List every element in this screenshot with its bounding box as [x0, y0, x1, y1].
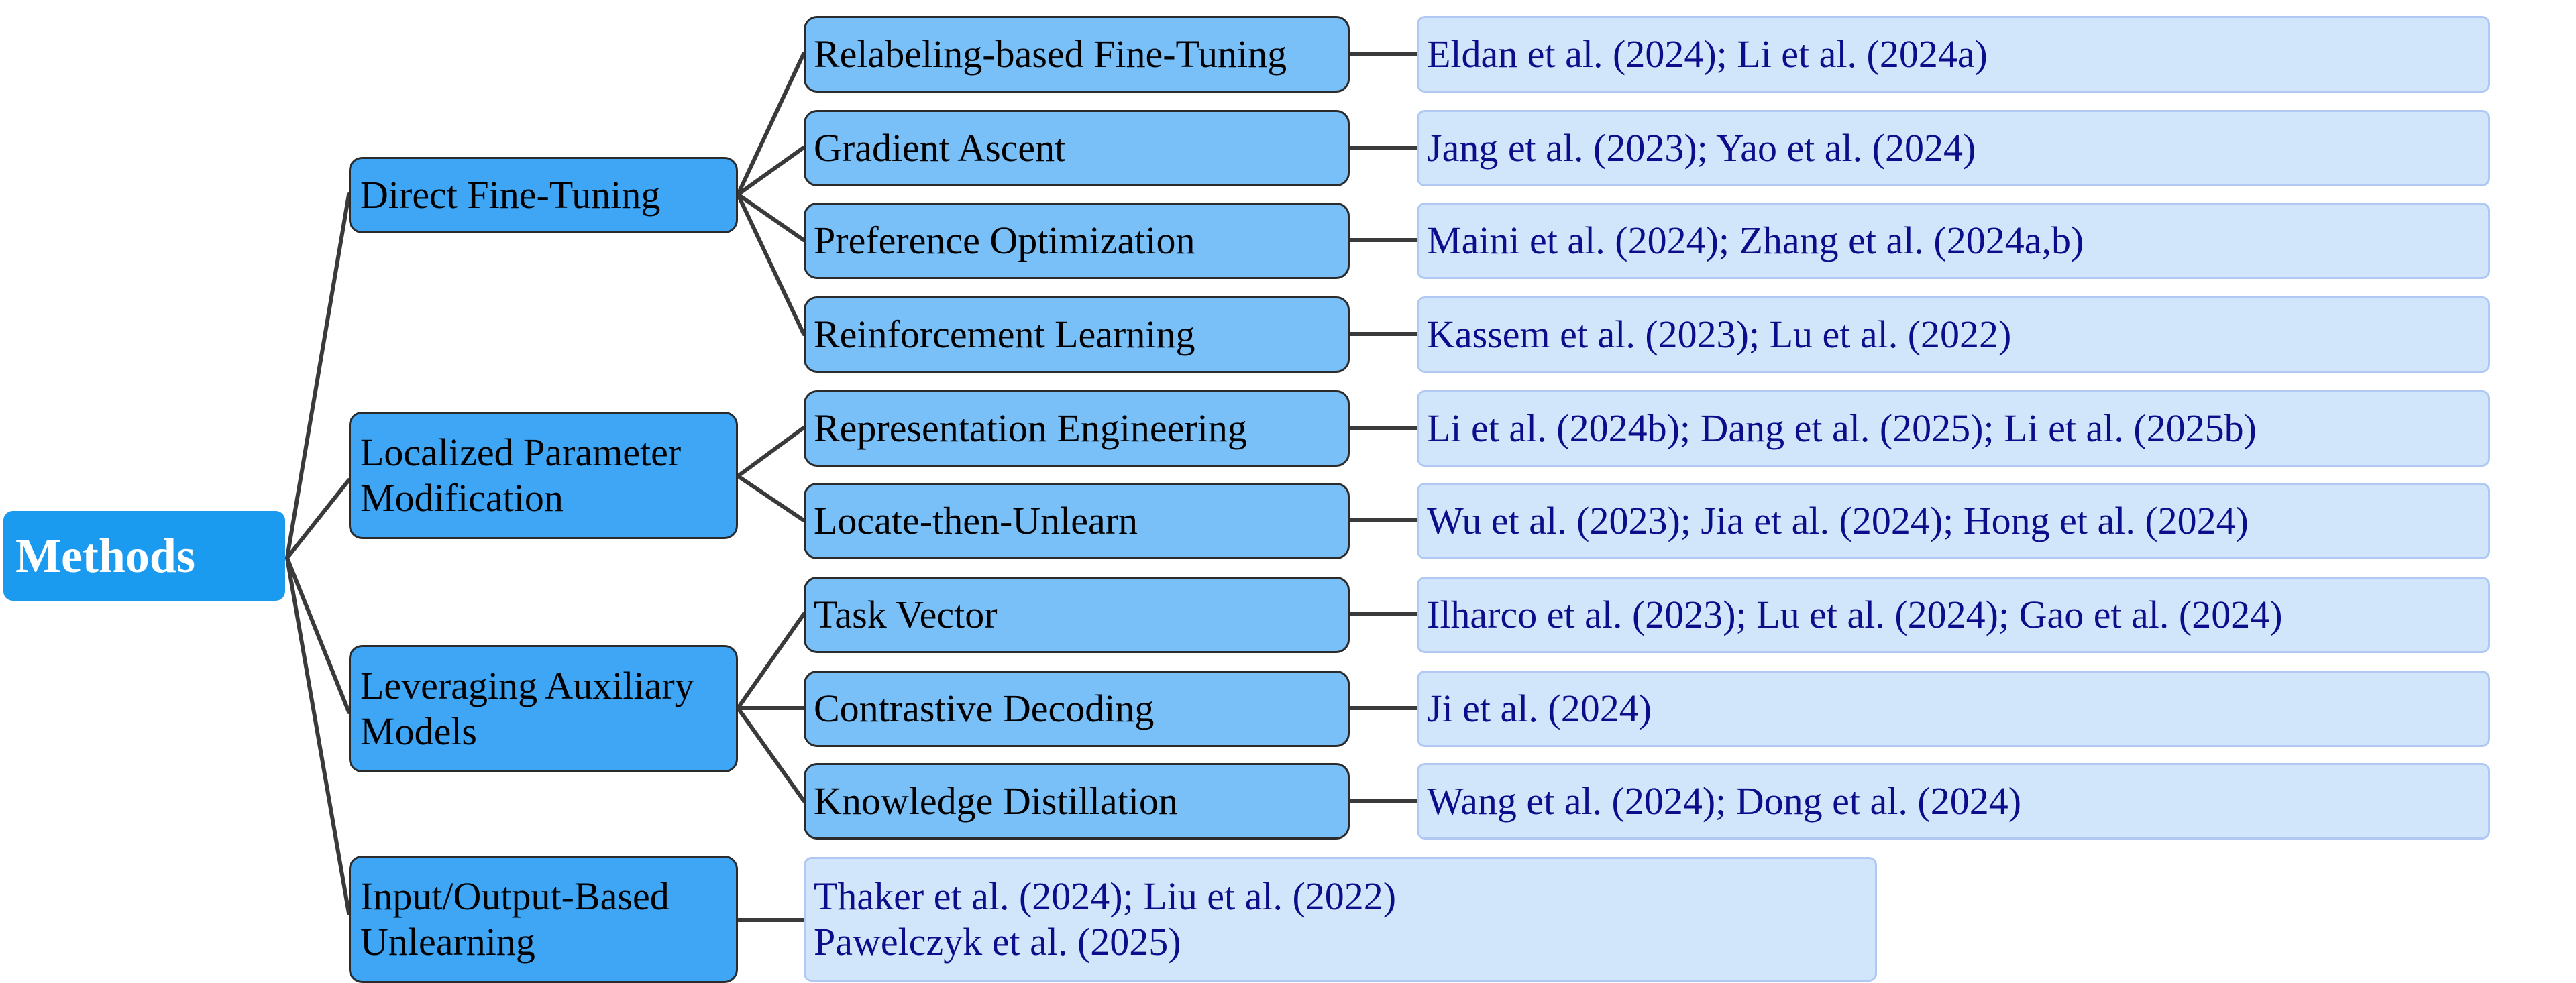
method-label: Reinforcement Learning — [814, 312, 1195, 356]
category-label-line-1: Input/Output-Based — [360, 874, 669, 918]
method-label: Task Vector — [814, 592, 998, 636]
method-label: Representation Engineering — [814, 406, 1247, 450]
edge-direct-reinforcement — [736, 192, 806, 336]
method-locate-then-unlearn: Locate-then-Unlearn — [804, 483, 1350, 559]
category-leveraging-auxiliary-models: Leveraging Auxiliary Models — [349, 645, 738, 772]
edge-root-leveraging-auxiliary — [285, 556, 351, 714]
references-task-vector: Ilharco et al. (2023); Lu et al. (2024);… — [1417, 577, 2490, 653]
references-preference-optimization: Maini et al. (2024); Zhang et al. (2024a… — [1417, 203, 2490, 279]
method-task-vector: Task Vector — [804, 577, 1350, 653]
references-relabeling: Eldan et al. (2024); Li et al. (2024a) — [1417, 16, 2490, 93]
edge-leveraging-task — [736, 612, 806, 710]
method-gradient-ascent: Gradient Ascent — [804, 110, 1350, 186]
category-label: Direct Fine-Tuning — [360, 172, 661, 217]
method-label: Locate-then-Unlearn — [814, 498, 1138, 542]
category-direct-fine-tuning: Direct Fine-Tuning — [349, 157, 738, 233]
references-input-output-based-unlearning: Thaker et al. (2024); Liu et al. (2022) … — [804, 857, 1877, 982]
method-representation-engineering: Representation Engineering — [804, 390, 1350, 467]
edge-localized-locate — [736, 474, 806, 522]
method-reinforcement-learning: Reinforcement Learning — [804, 296, 1350, 373]
category-input-output-based-unlearning: Input/Output-Based Unlearning — [349, 856, 738, 983]
edge-root-localized-parameter — [285, 478, 351, 560]
references-reinforcement-learning: Kassem et al. (2023); Lu et al. (2022) — [1417, 296, 2490, 373]
method-label: Contrastive Decoding — [814, 686, 1155, 730]
edge-root-direct-fine-tuning — [285, 192, 351, 560]
reference-text: Eldan et al. (2024); Li et al. (2024a) — [1427, 32, 1988, 76]
edge-direct-relabeling — [736, 52, 806, 196]
edge-localized-representation — [736, 426, 806, 478]
method-label: Relabeling-based Fine-Tuning — [814, 32, 1287, 76]
edge-leveraging-knowledge — [736, 706, 806, 803]
method-relabeling-based-fine-tuning: Relabeling-based Fine-Tuning — [804, 16, 1350, 93]
references-gradient-ascent: Jang et al. (2023); Yao et al. (2024) — [1417, 110, 2490, 186]
category-label-line-2: Modification — [360, 476, 564, 520]
reference-text: Wu et al. (2023); Jia et al. (2024); Hon… — [1427, 498, 2249, 542]
reference-text: Maini et al. (2024); Zhang et al. (2024a… — [1427, 218, 2084, 262]
references-locate-then-unlearn: Wu et al. (2023); Jia et al. (2024); Hon… — [1417, 483, 2490, 559]
reference-text: Wang et al. (2024); Dong et al. (2024) — [1427, 778, 2022, 823]
root-label: Methods — [15, 528, 195, 583]
category-label-line-2: Models — [360, 709, 477, 753]
reference-text: Li et al. (2024b); Dang et al. (2025); L… — [1427, 406, 2257, 450]
references-contrastive-decoding: Ji et al. (2024) — [1417, 671, 2490, 747]
reference-text: Ilharco et al. (2023); Lu et al. (2024);… — [1427, 592, 2283, 636]
category-label-line-1: Leveraging Auxiliary — [360, 663, 694, 707]
root-node-methods: Methods — [3, 511, 285, 601]
category-label-line-2: Unlearning — [360, 920, 535, 964]
reference-text: Kassem et al. (2023); Lu et al. (2022) — [1427, 312, 2012, 356]
reference-text-line-1: Thaker et al. (2024); Liu et al. (2022) — [814, 874, 1397, 918]
edge-direct-preference — [736, 192, 806, 242]
references-representation-engineering: Li et al. (2024b); Dang et al. (2025); L… — [1417, 390, 2490, 467]
method-contrastive-decoding: Contrastive Decoding — [804, 671, 1350, 747]
method-label: Knowledge Distillation — [814, 778, 1178, 823]
category-localized-parameter-modification: Localized Parameter Modification — [349, 412, 738, 539]
reference-text-line-2: Pawelczyk et al. (2025) — [814, 920, 1181, 964]
method-preference-optimization: Preference Optimization — [804, 203, 1350, 279]
reference-text: Ji et al. (2024) — [1427, 686, 1652, 730]
edge-root-input-output — [285, 556, 351, 915]
reference-text: Jang et al. (2023); Yao et al. (2024) — [1427, 125, 1976, 170]
edge-direct-gradient — [736, 146, 806, 196]
category-label-line-1: Localized Parameter — [360, 430, 682, 474]
method-knowledge-distillation: Knowledge Distillation — [804, 763, 1350, 840]
method-label: Preference Optimization — [814, 218, 1195, 262]
references-knowledge-distillation: Wang et al. (2024); Dong et al. (2024) — [1417, 763, 2490, 840]
method-label: Gradient Ascent — [814, 125, 1066, 170]
